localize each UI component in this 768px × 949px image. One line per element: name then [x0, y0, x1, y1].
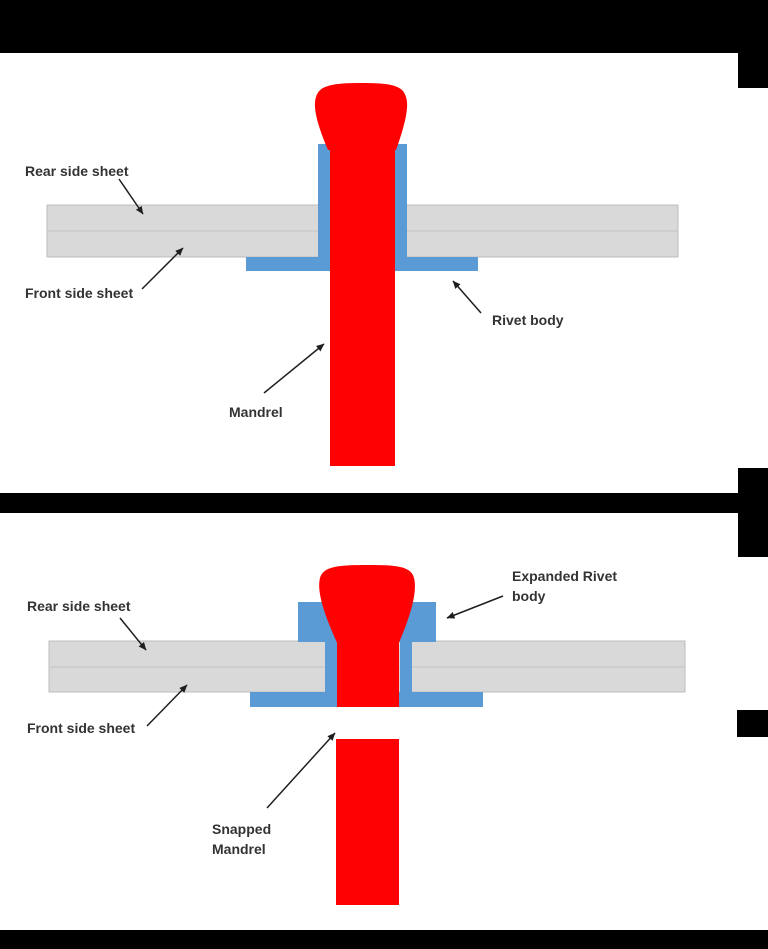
mandrel-head-top-panel — [314, 83, 408, 150]
arrow-mandrel — [263, 343, 325, 394]
arrow-rear-side-sheet-bottom-panel — [119, 617, 147, 651]
right-black-tab-top — [738, 53, 768, 88]
mandrel-shaft-top-panel — [330, 130, 395, 466]
arrow-rear-side-sheet-top-panel — [118, 178, 144, 215]
label-mandrel: Mandrel — [229, 404, 283, 420]
arrow-front-side-sheet-bottom-panel — [146, 684, 188, 727]
rivet-body-right-wall-bottom-panel — [400, 641, 412, 693]
label-front-side-sheet-top-panel: Front side sheet — [25, 285, 134, 301]
label-front-side-sheet-bottom-panel: Front side sheet — [27, 720, 136, 736]
label-rear-side-sheet-top-panel: Rear side sheet — [25, 163, 129, 179]
rivet-body-right-wall-top-panel — [395, 144, 407, 257]
bottom-black-bar — [0, 930, 768, 949]
top-black-bar — [0, 0, 768, 53]
rivet-body-left-wall-bottom-panel — [325, 641, 337, 693]
arrow-rivet-body — [452, 280, 482, 314]
label-rivet-body: Rivet body — [492, 312, 564, 328]
label-rear-side-sheet-bottom-panel: Rear side sheet — [27, 598, 131, 614]
arrow-snapped-mandrel — [266, 732, 336, 809]
panel-separator-bar — [0, 493, 768, 513]
snapped-mandrel-piece — [336, 739, 399, 905]
mandrel-head-bottom-panel — [319, 565, 415, 645]
right-black-tab-bottom — [737, 710, 768, 737]
rivet-body-left-wall-top-panel — [318, 144, 330, 257]
label-expanded-rivet-body: Expanded Rivet body — [512, 568, 618, 605]
label-snapped-mandrel: Snapped Mandrel — [212, 821, 272, 858]
arrow-expanded-rivet-body — [446, 595, 504, 619]
arrow-front-side-sheet-top-panel — [141, 247, 184, 290]
